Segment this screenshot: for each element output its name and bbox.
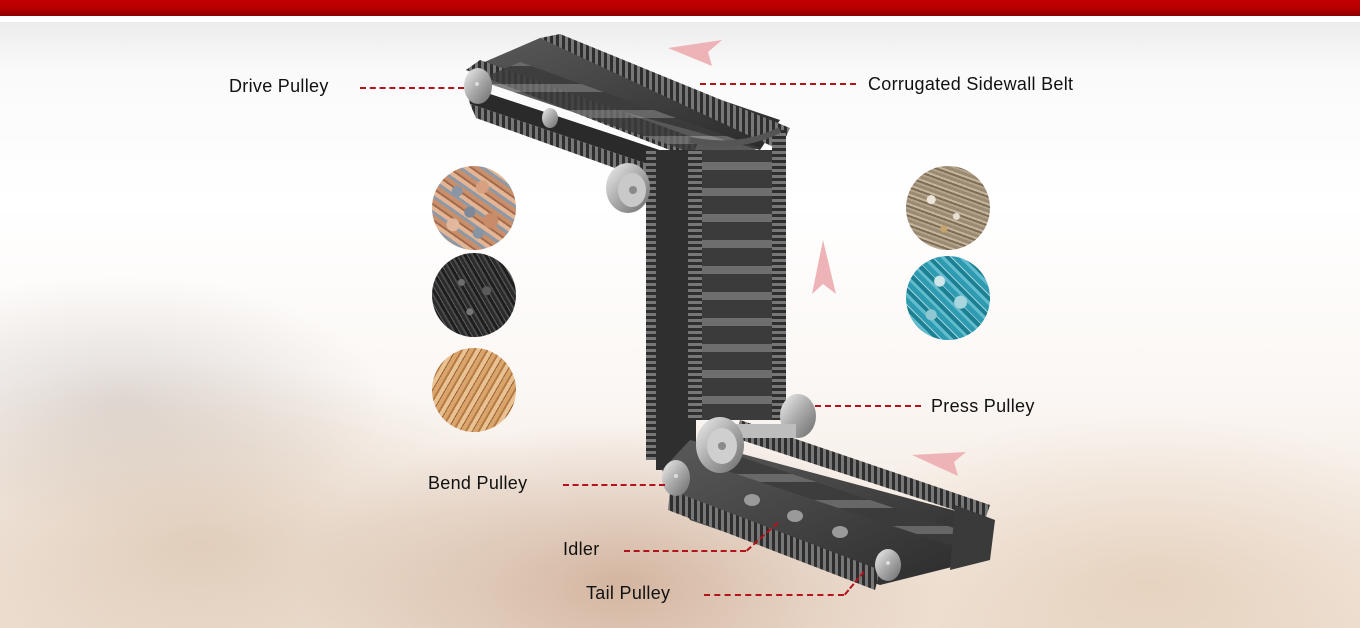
direction-arrow-left-icon	[668, 40, 722, 66]
bend-pulley-shape	[662, 460, 690, 496]
label-drive-pulley: Drive Pulley	[229, 76, 329, 96]
gravel-sample-icon	[432, 166, 516, 250]
leader-line-drive-pulley	[360, 87, 464, 89]
upper-press-pulley-shape	[606, 163, 650, 213]
leader-line-corrugated-sidewall-belt	[700, 83, 856, 85]
direction-arrow-up-icon	[812, 240, 836, 294]
upper-idler-shape	[542, 108, 558, 128]
sand-sample-icon	[906, 166, 990, 250]
leader-line-bend-pulley	[563, 484, 665, 486]
top-header-bar	[0, 0, 1360, 16]
lower-belt-section	[662, 420, 995, 590]
tail-pulley-shape	[875, 549, 901, 581]
label-idler: Idler	[563, 539, 600, 559]
leader-line-idler	[624, 550, 746, 552]
leader-line-tail-pulley	[704, 594, 844, 596]
leader-line-press-pulley	[815, 405, 921, 407]
coal-sample-icon	[432, 253, 516, 337]
press-pulley-shape	[696, 394, 816, 473]
glass-sample-icon	[906, 256, 990, 340]
label-press-pulley: Press Pulley	[931, 396, 1035, 416]
upper-belt-section	[466, 34, 790, 190]
wood-chips-sample-icon	[432, 348, 516, 432]
label-tail-pulley: Tail Pulley	[586, 583, 671, 603]
header-gap	[0, 16, 1360, 22]
vertical-belt-section	[646, 127, 786, 470]
label-corrugated-sidewall-belt: Corrugated Sidewall Belt	[868, 74, 1074, 94]
idler-rollers-shape	[744, 494, 848, 538]
label-bend-pulley: Bend Pulley	[428, 473, 528, 493]
direction-arrow-incline-icon	[912, 452, 966, 476]
drive-pulley-shape	[464, 68, 492, 104]
